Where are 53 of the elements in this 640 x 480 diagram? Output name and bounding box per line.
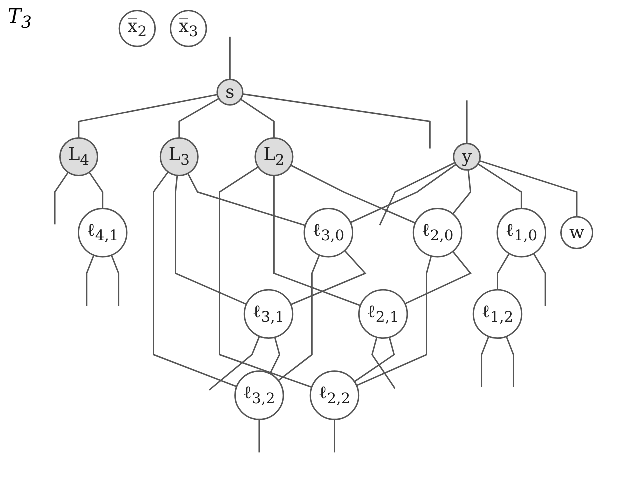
connector-line: [230, 36, 232, 80]
connector-line: [452, 170, 472, 215]
connector-line: [219, 166, 312, 388]
circle-node: ℓ$_{4,1}$: [78, 208, 128, 258]
connector-line: [478, 164, 523, 209]
connector-line: [153, 172, 238, 388]
connector-line: [480, 160, 578, 218]
circle-node: ℓ$_{3,2}$: [234, 370, 284, 420]
connector-line: [506, 336, 515, 388]
circle-node: L$_{3}$: [160, 137, 200, 176]
circle-node: L$_{2}$: [254, 137, 294, 176]
connector-line: [89, 172, 104, 209]
connector-line: [380, 162, 456, 226]
connector-line: [54, 172, 70, 225]
circle-node: s: [216, 78, 244, 106]
connector-line: [258, 420, 260, 453]
connector-line: [334, 420, 336, 453]
connector-line: [405, 251, 472, 305]
circle-node: ℓ$_{2,2}$: [310, 370, 360, 420]
connector-line: [290, 164, 416, 224]
connector-line: [175, 176, 248, 306]
circle-node: y: [453, 143, 482, 171]
connector-line: [178, 98, 220, 138]
circle-node: x̅$_{3}$: [170, 10, 208, 48]
circle-node: L$_{4}$: [60, 137, 99, 176]
circle-node: ℓ$_{3,1}$: [244, 289, 294, 340]
connector-line: [78, 94, 218, 138]
connector-line: [481, 336, 490, 388]
connector-line: [466, 100, 468, 144]
connector-line: [242, 94, 432, 149]
circle-node: ℓ$_{2,0}$: [413, 208, 463, 258]
connector-line: [290, 250, 367, 306]
connector-line: [372, 337, 396, 390]
circle-node: w: [560, 216, 594, 250]
connector-line: [278, 255, 320, 382]
connector-line: [86, 255, 95, 306]
connector-line: [209, 336, 260, 391]
connector-line: [274, 176, 362, 306]
connector-line: [350, 164, 457, 224]
circle-node: ℓ$_{3,0}$: [304, 208, 354, 258]
connector-line: [240, 98, 276, 138]
circle-node: ℓ$_{1,0}$: [496, 208, 547, 258]
diagram-label: T$_{3}$: [8, 4, 32, 28]
circle-node: x̅$_{2}$: [119, 10, 156, 48]
connector-line: [111, 255, 120, 306]
connector-line: [497, 253, 510, 290]
connector-line: [270, 337, 281, 374]
circle-node: ℓ$_{1,2}$: [473, 289, 523, 340]
connector-line: [188, 173, 306, 226]
connector-line: [354, 337, 396, 382]
connector-line: [356, 256, 432, 386]
connector-line: [533, 253, 546, 306]
circle-node: ℓ$_{2,1}$: [358, 289, 408, 340]
